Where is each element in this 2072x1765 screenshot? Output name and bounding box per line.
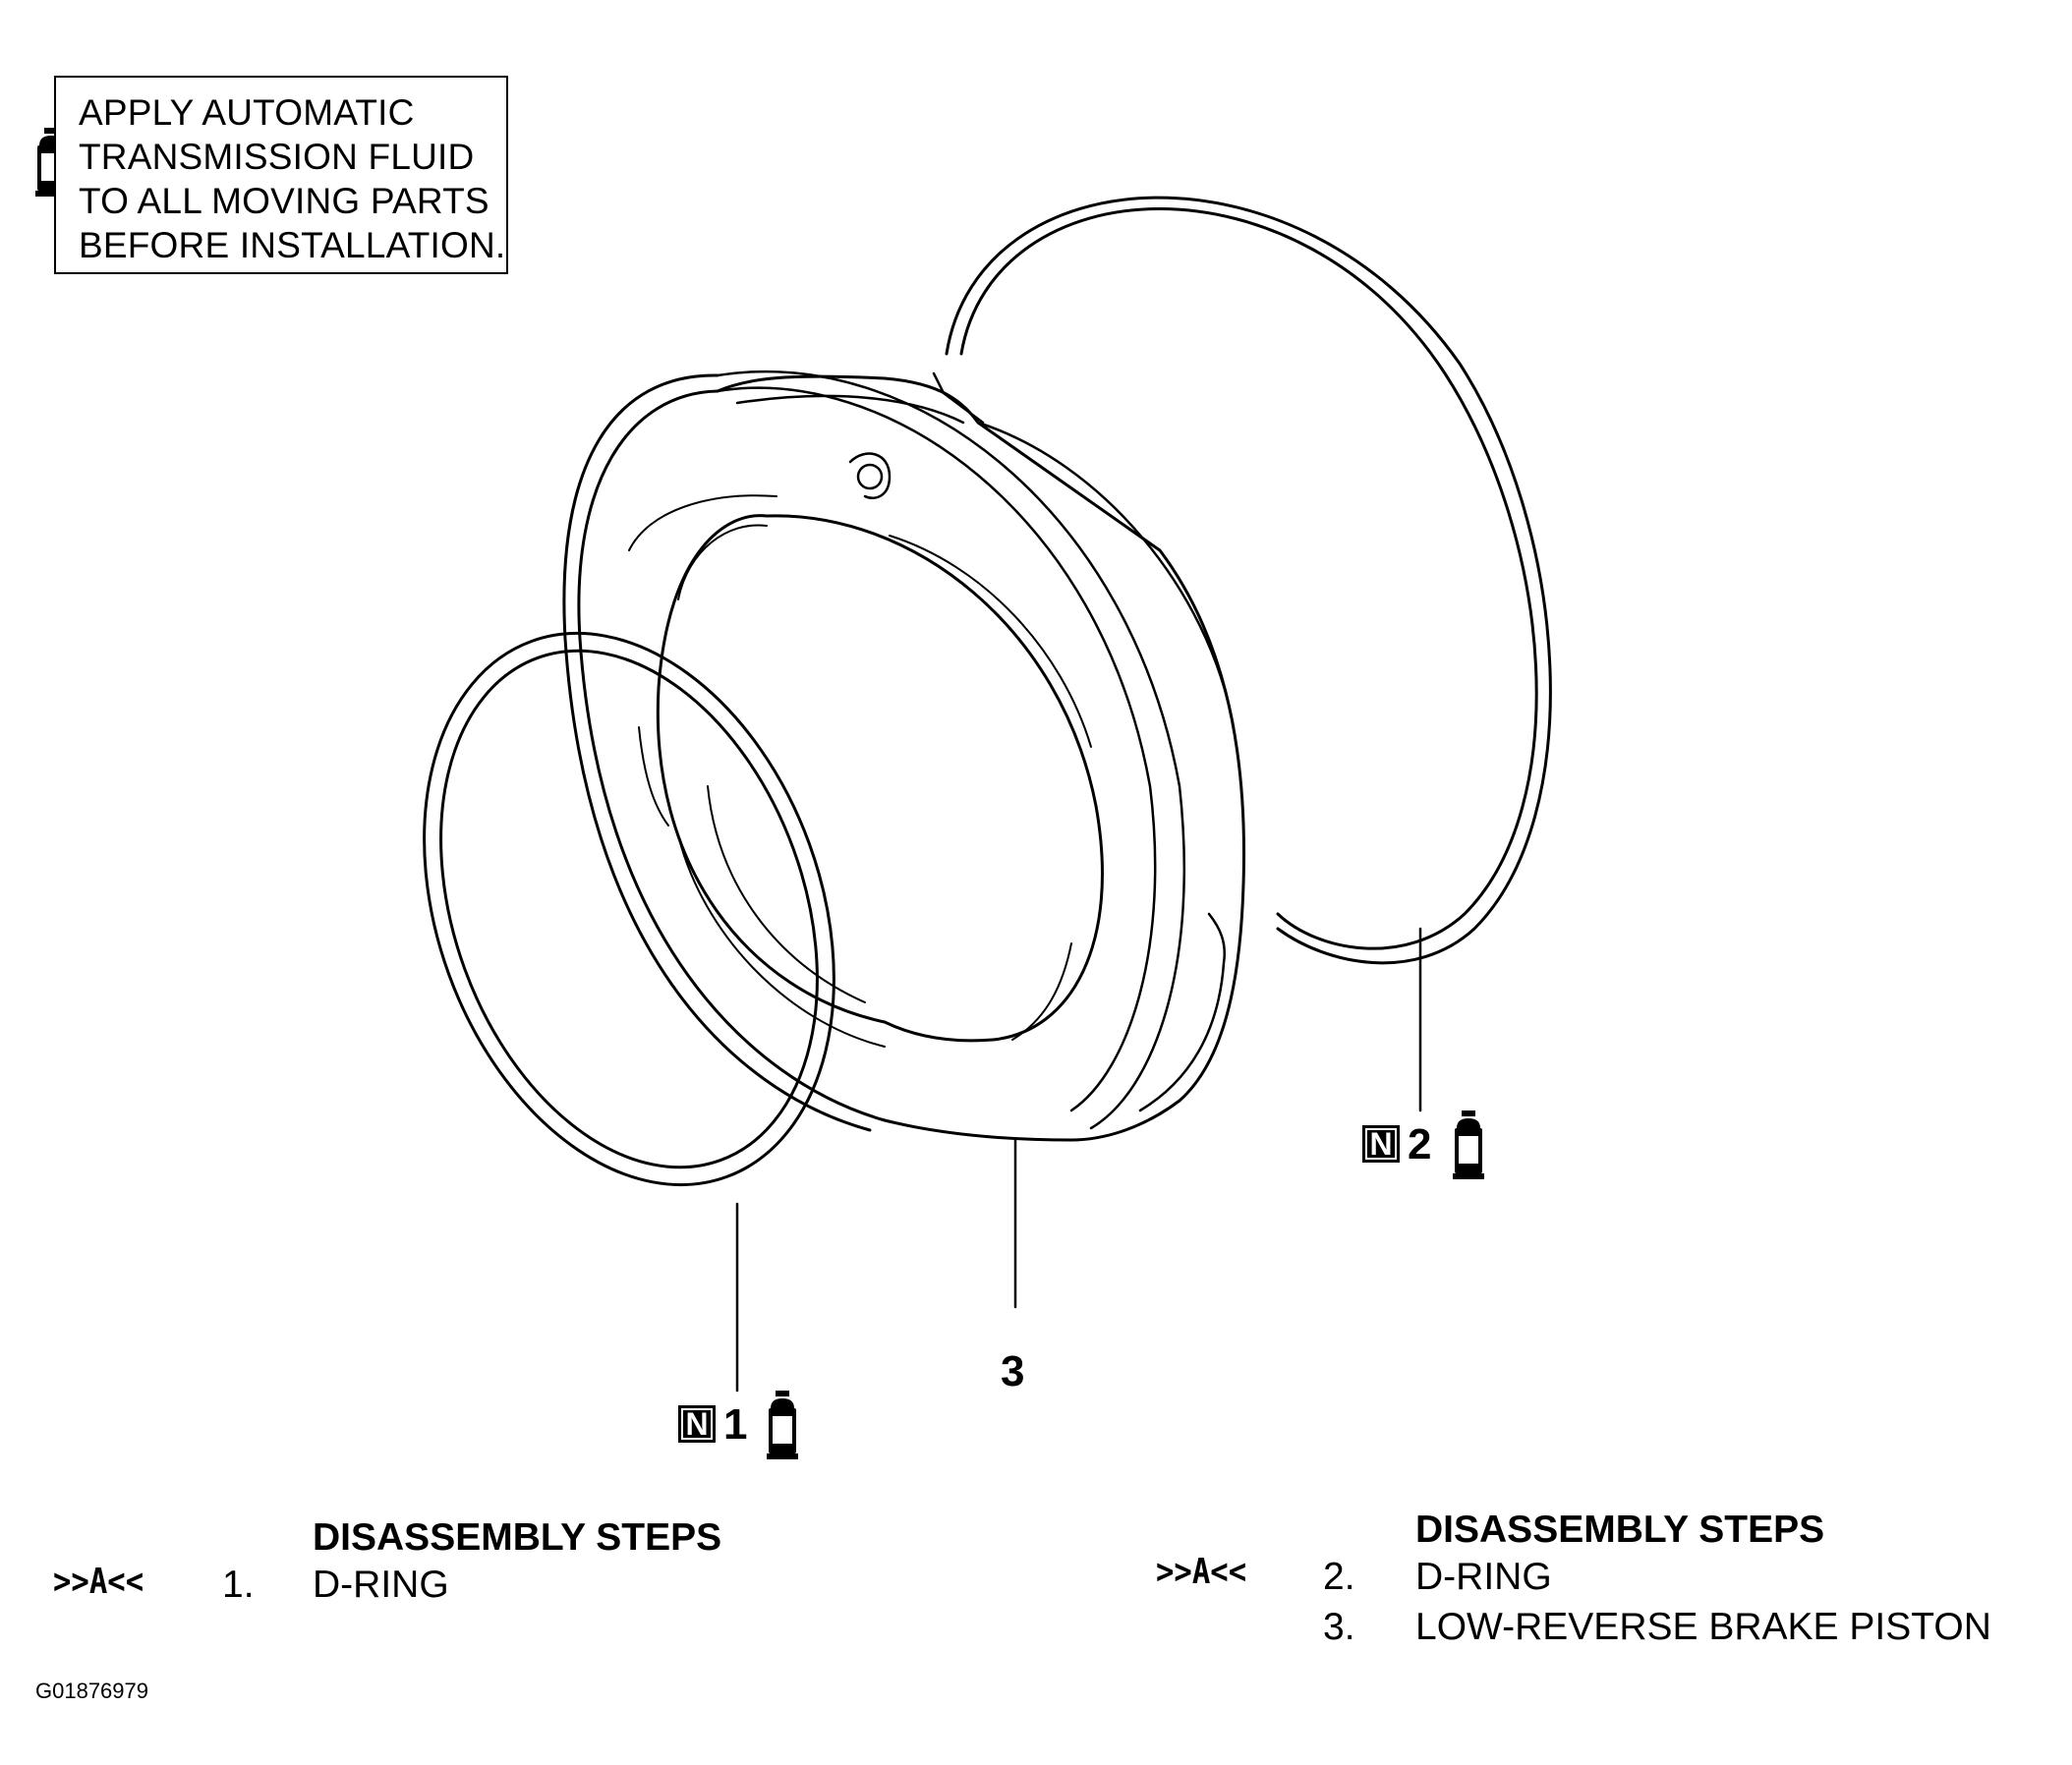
legend-step-label: D-RING bbox=[313, 1564, 449, 1606]
fluid-bottle-icon bbox=[1452, 1110, 1485, 1180]
note-line-1: APPLY AUTOMATIC bbox=[79, 92, 415, 133]
brake-piston bbox=[562, 370, 1245, 1142]
callout-part-3: 3 bbox=[1001, 1347, 1025, 1395]
legend-step-num: 2. bbox=[1323, 1556, 1355, 1598]
leader-lines bbox=[735, 927, 1422, 1393]
new-part-badge: N bbox=[1362, 1125, 1400, 1163]
callout-part-2: 2 bbox=[1408, 1120, 1432, 1168]
legend-ref-left: >>A<< bbox=[53, 1562, 144, 1602]
new-part-badge: N bbox=[678, 1405, 716, 1443]
note-line-4: BEFORE INSTALLATION. bbox=[79, 225, 506, 265]
callout-part-1: 1 bbox=[723, 1400, 748, 1449]
fluid-bottle-icon bbox=[766, 1390, 799, 1460]
legend-ref-right: >>A<< bbox=[1156, 1552, 1247, 1592]
figure-id: G01876979 bbox=[35, 1679, 148, 1703]
legend-title-right: DISASSEMBLY STEPS bbox=[1415, 1509, 1825, 1551]
legend-title-left: DISASSEMBLY STEPS bbox=[313, 1516, 722, 1559]
note-line-2: TRANSMISSION FLUID bbox=[79, 137, 475, 177]
instruction-note bbox=[54, 76, 508, 274]
legend-step-label: D-RING bbox=[1415, 1556, 1552, 1598]
note-line-3: TO ALL MOVING PARTS bbox=[79, 181, 489, 221]
legend-step-num: 3. bbox=[1323, 1606, 1355, 1648]
legend-step-label: LOW-REVERSE BRAKE PISTON bbox=[1415, 1606, 1991, 1648]
legend-step-num: 1. bbox=[222, 1564, 255, 1606]
d-ring-small bbox=[423, 631, 835, 1187]
d-ring-large bbox=[945, 196, 1552, 965]
